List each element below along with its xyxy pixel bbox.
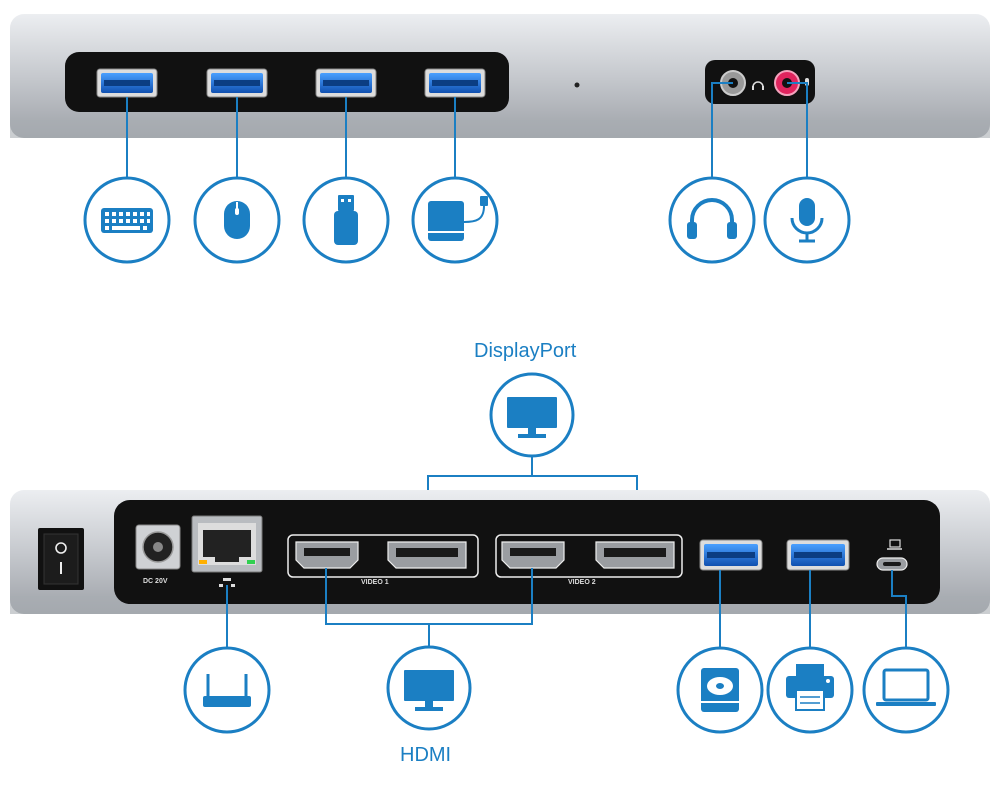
status-led bbox=[574, 82, 580, 88]
front-connector-lines bbox=[126, 82, 808, 180]
rear-usb-port-1[interactable] bbox=[699, 539, 763, 571]
displayport-label: DisplayPort bbox=[474, 340, 577, 362]
front-chassis-shadow bbox=[10, 120, 990, 138]
headphone-jack-symbol-icon bbox=[752, 81, 764, 90]
network-symbol-icon bbox=[219, 578, 235, 587]
usb-port-4[interactable] bbox=[424, 68, 486, 98]
usb-port-1[interactable] bbox=[96, 68, 158, 98]
rear-usb-port-2[interactable] bbox=[786, 539, 850, 571]
video1-hdmi-port[interactable] bbox=[295, 541, 359, 569]
laptop-host-symbol-icon bbox=[887, 539, 902, 550]
hdmi-label: HDMI bbox=[400, 744, 452, 766]
front-panel bbox=[10, 14, 990, 138]
video2-label: VIDEO 2 bbox=[568, 579, 596, 586]
power-switch[interactable] bbox=[38, 528, 84, 590]
front-usb-bay bbox=[65, 52, 509, 112]
rear-connector-lines bbox=[226, 568, 907, 648]
disc-drive-icon bbox=[676, 646, 764, 734]
dc-power-jack[interactable] bbox=[135, 524, 181, 570]
monitor-icon bbox=[489, 372, 575, 458]
microphone-icon bbox=[763, 176, 851, 264]
monitor-icon bbox=[386, 645, 472, 731]
rear-panel: DC 20V VIDEO 1 VIDEO 2 bbox=[10, 490, 990, 614]
video1-group-outline bbox=[287, 534, 479, 578]
video2-hdmi-port[interactable] bbox=[501, 541, 565, 569]
dc-power-label: DC 20V bbox=[143, 578, 168, 585]
video2-group-outline bbox=[495, 534, 683, 578]
external-drive-icon bbox=[411, 176, 499, 264]
laptop-icon bbox=[862, 646, 950, 734]
video2-displayport-port[interactable] bbox=[595, 541, 675, 569]
mouse-icon bbox=[193, 176, 281, 264]
usb-c-host-port[interactable] bbox=[876, 557, 908, 571]
usb-port-2[interactable] bbox=[206, 68, 268, 98]
usb-port-3[interactable] bbox=[315, 68, 377, 98]
keyboard-icon bbox=[83, 176, 171, 264]
ethernet-port[interactable] bbox=[191, 515, 263, 573]
router-icon bbox=[183, 646, 271, 734]
video1-displayport-port[interactable] bbox=[387, 541, 467, 569]
printer-icon bbox=[766, 646, 854, 734]
video1-label: VIDEO 1 bbox=[361, 579, 389, 586]
headphones-icon bbox=[668, 176, 756, 264]
usb-flash-drive-icon bbox=[302, 176, 390, 264]
